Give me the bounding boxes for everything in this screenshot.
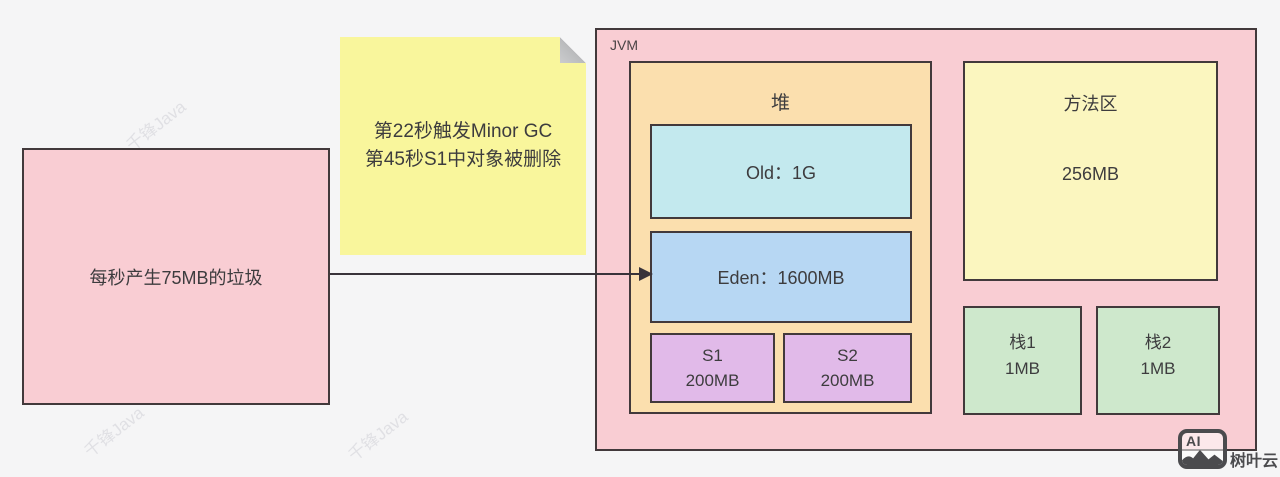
heap-label: 堆	[770, 93, 790, 114]
old-gen-label: Old：1G	[745, 162, 817, 183]
stack2-size: 1MB	[1140, 358, 1176, 378]
eden-label: Eden：1600MB	[717, 268, 845, 288]
ai-logo-letters: AI	[1186, 433, 1201, 449]
brand-name-text: 树叶云	[1230, 453, 1279, 470]
note-text: 第22秒触发Minor GC 第45秒S1中对象被删除	[365, 118, 561, 174]
note-line1: 第22秒触发Minor GC	[373, 121, 553, 142]
stack1-size: 1MB	[1005, 358, 1040, 378]
stack2-box: 栈2 1MB	[1096, 306, 1220, 415]
flow-arrow	[330, 267, 653, 281]
garbage-source-label: 每秒产生75MB的垃圾	[89, 267, 263, 288]
old-gen-box: Old：1G	[650, 124, 912, 219]
method-area-box: 方法区 256MB	[963, 61, 1218, 281]
survivor1-box: S1 200MB	[650, 333, 775, 403]
mountain-icon	[1182, 449, 1223, 465]
eden-box: Eden：1600MB	[650, 231, 912, 323]
ai-image-logo-icon: AI	[1178, 429, 1227, 469]
watermark-text: 千锋Java	[122, 97, 190, 156]
survivor2-name: S2	[837, 346, 858, 365]
note-fold-corner	[560, 37, 586, 63]
method-area-label: 方法区	[1063, 94, 1118, 114]
stack2-name: 栈2	[1144, 332, 1172, 352]
method-area-size: 256MB	[1061, 164, 1120, 184]
garbage-source-box: 每秒产生75MB的垃圾	[22, 148, 330, 405]
survivor2-size: 200MB	[820, 371, 875, 390]
survivor1-name: S1	[702, 346, 723, 365]
stack1-name: 栈1	[1009, 332, 1036, 352]
stack1-box: 栈1 1MB	[963, 306, 1082, 415]
watermark-text: 千锋Java	[344, 407, 412, 466]
survivor2-box: S2 200MB	[783, 333, 912, 403]
jvm-label: JVM	[610, 37, 638, 53]
gc-sticky-note: 第22秒触发Minor GC 第45秒S1中对象被删除	[340, 37, 586, 255]
survivor1-size: 200MB	[685, 371, 740, 390]
note-line2: 第45秒S1中对象被删除	[364, 149, 562, 170]
watermark-text: 千锋Java	[80, 403, 148, 462]
